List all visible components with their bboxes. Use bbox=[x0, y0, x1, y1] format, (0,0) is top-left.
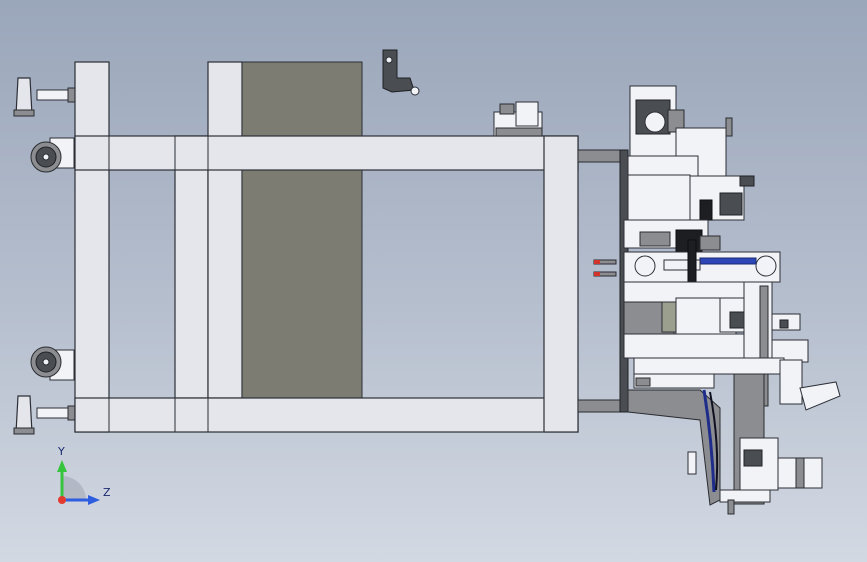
leveling-foot-top bbox=[13, 77, 77, 117]
frame-column-mid-a bbox=[174, 135, 209, 399]
frame-rail-top bbox=[74, 135, 579, 171]
lower-mechanism bbox=[687, 359, 841, 515]
axis-y-label: Y bbox=[57, 445, 65, 458]
mounting-bracket bbox=[382, 49, 420, 96]
frame-column-mid-b bbox=[207, 61, 243, 399]
axis-triad bbox=[57, 460, 100, 505]
solenoid-valve bbox=[493, 101, 543, 137]
caster-wheel-top bbox=[30, 137, 75, 173]
axis-z-label: Z bbox=[103, 486, 111, 499]
back-panel bbox=[241, 61, 363, 399]
caster-wheel-bottom bbox=[30, 346, 75, 381]
frame-rail-bottom bbox=[74, 397, 579, 433]
frame-column-right bbox=[543, 135, 579, 433]
middle-mechanism bbox=[623, 219, 809, 407]
leveling-foot-bottom bbox=[13, 395, 77, 435]
frame-column-left bbox=[74, 61, 110, 433]
upper-mechanism bbox=[627, 85, 755, 226]
guide-rod-bottom bbox=[577, 399, 625, 413]
sensor-pins bbox=[593, 259, 617, 277]
guide-rod-top bbox=[577, 149, 625, 163]
